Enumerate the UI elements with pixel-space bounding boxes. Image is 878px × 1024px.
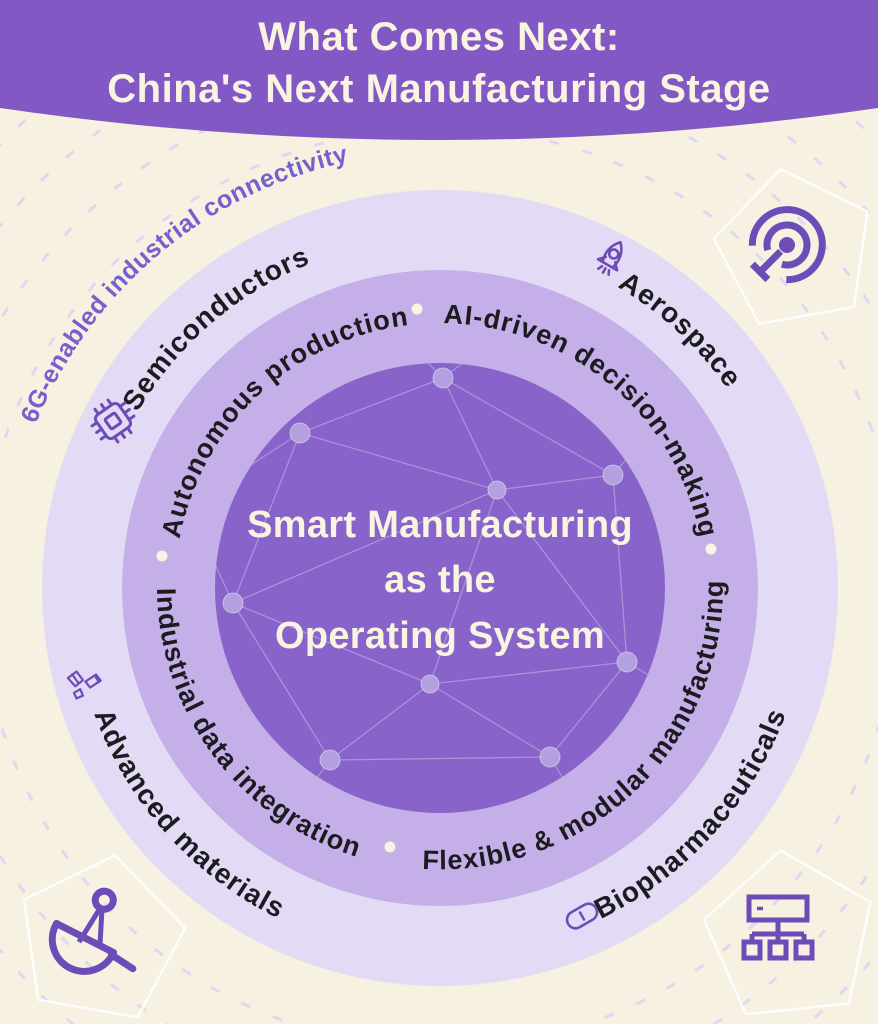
network-mesh-decoration <box>215 363 665 813</box>
pill-capsule-icon <box>565 902 599 930</box>
network-hierarchy-icon <box>741 894 815 961</box>
rocket-icon <box>596 240 623 277</box>
cpu-chip-icon <box>90 398 136 444</box>
center-title-line1: Smart Manufacturing <box>247 504 633 546</box>
center-title-line3: Operating System <box>275 615 605 657</box>
ring-separator-dots <box>156 303 717 853</box>
center-title-line2: as the <box>384 559 496 601</box>
crystals-icon <box>66 670 102 700</box>
header-banner: What Comes Next: China's Next Manufactur… <box>0 0 878 140</box>
mesh-nodes <box>222 367 638 771</box>
pentagon-outline-top-right <box>712 167 869 326</box>
broadcast-antenna-icon <box>748 206 826 284</box>
pentagon-outline-bottom-right <box>702 848 872 1016</box>
satellite-dish-icon <box>48 887 137 975</box>
header-title-line2: China's Next Manufacturing Stage <box>107 67 770 111</box>
pentagon-outline-bottom-left <box>22 853 187 1019</box>
center-title: Smart Manufacturing as the Operating Sys… <box>247 504 633 657</box>
header-title-line1: What Comes Next: <box>258 15 619 59</box>
inner-circle <box>215 363 665 813</box>
